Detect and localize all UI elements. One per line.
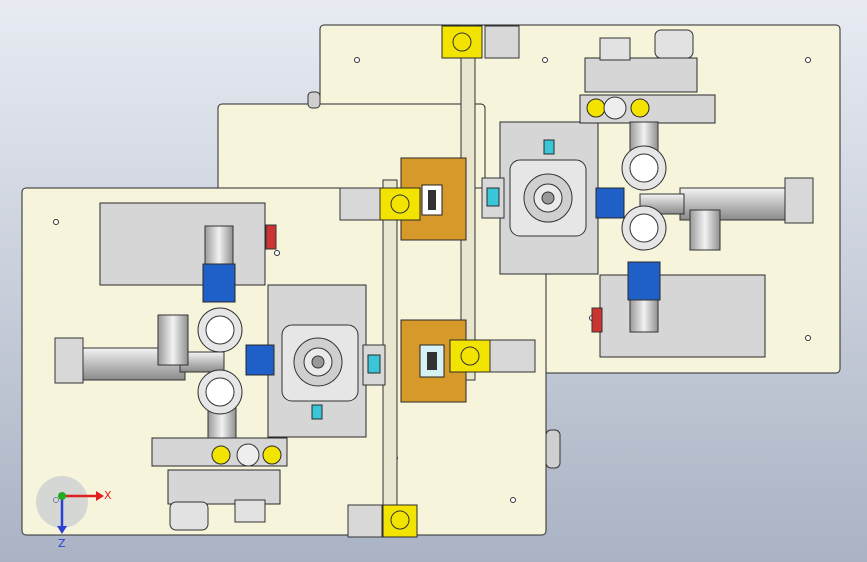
x-axis-arrowhead bbox=[96, 491, 104, 501]
left-cylinder-assembly bbox=[54, 225, 275, 439]
right-solenoid-valve bbox=[579, 29, 716, 124]
x-axis-label: X bbox=[104, 489, 112, 502]
z-axis-label: Z bbox=[58, 537, 66, 550]
z-axis-arrowhead bbox=[57, 526, 67, 534]
top-clamp-block bbox=[441, 25, 520, 59]
right-gearbox-housing bbox=[481, 121, 599, 275]
left-control-box bbox=[99, 202, 277, 286]
mounting-knobs bbox=[307, 91, 561, 469]
bottom-clamp-block bbox=[347, 504, 418, 538]
upper-orange-slider bbox=[339, 157, 467, 241]
orientation-triad[interactable]: X Z bbox=[36, 476, 112, 550]
left-solenoid-valve bbox=[151, 437, 288, 531]
lower-orange-slider bbox=[400, 319, 536, 403]
center-guide-rails bbox=[382, 24, 476, 536]
y-axis-dot bbox=[58, 492, 66, 500]
left-gearbox-housing bbox=[267, 284, 386, 438]
right-control-box bbox=[591, 274, 766, 358]
right-cylinder-assembly bbox=[595, 121, 814, 333]
